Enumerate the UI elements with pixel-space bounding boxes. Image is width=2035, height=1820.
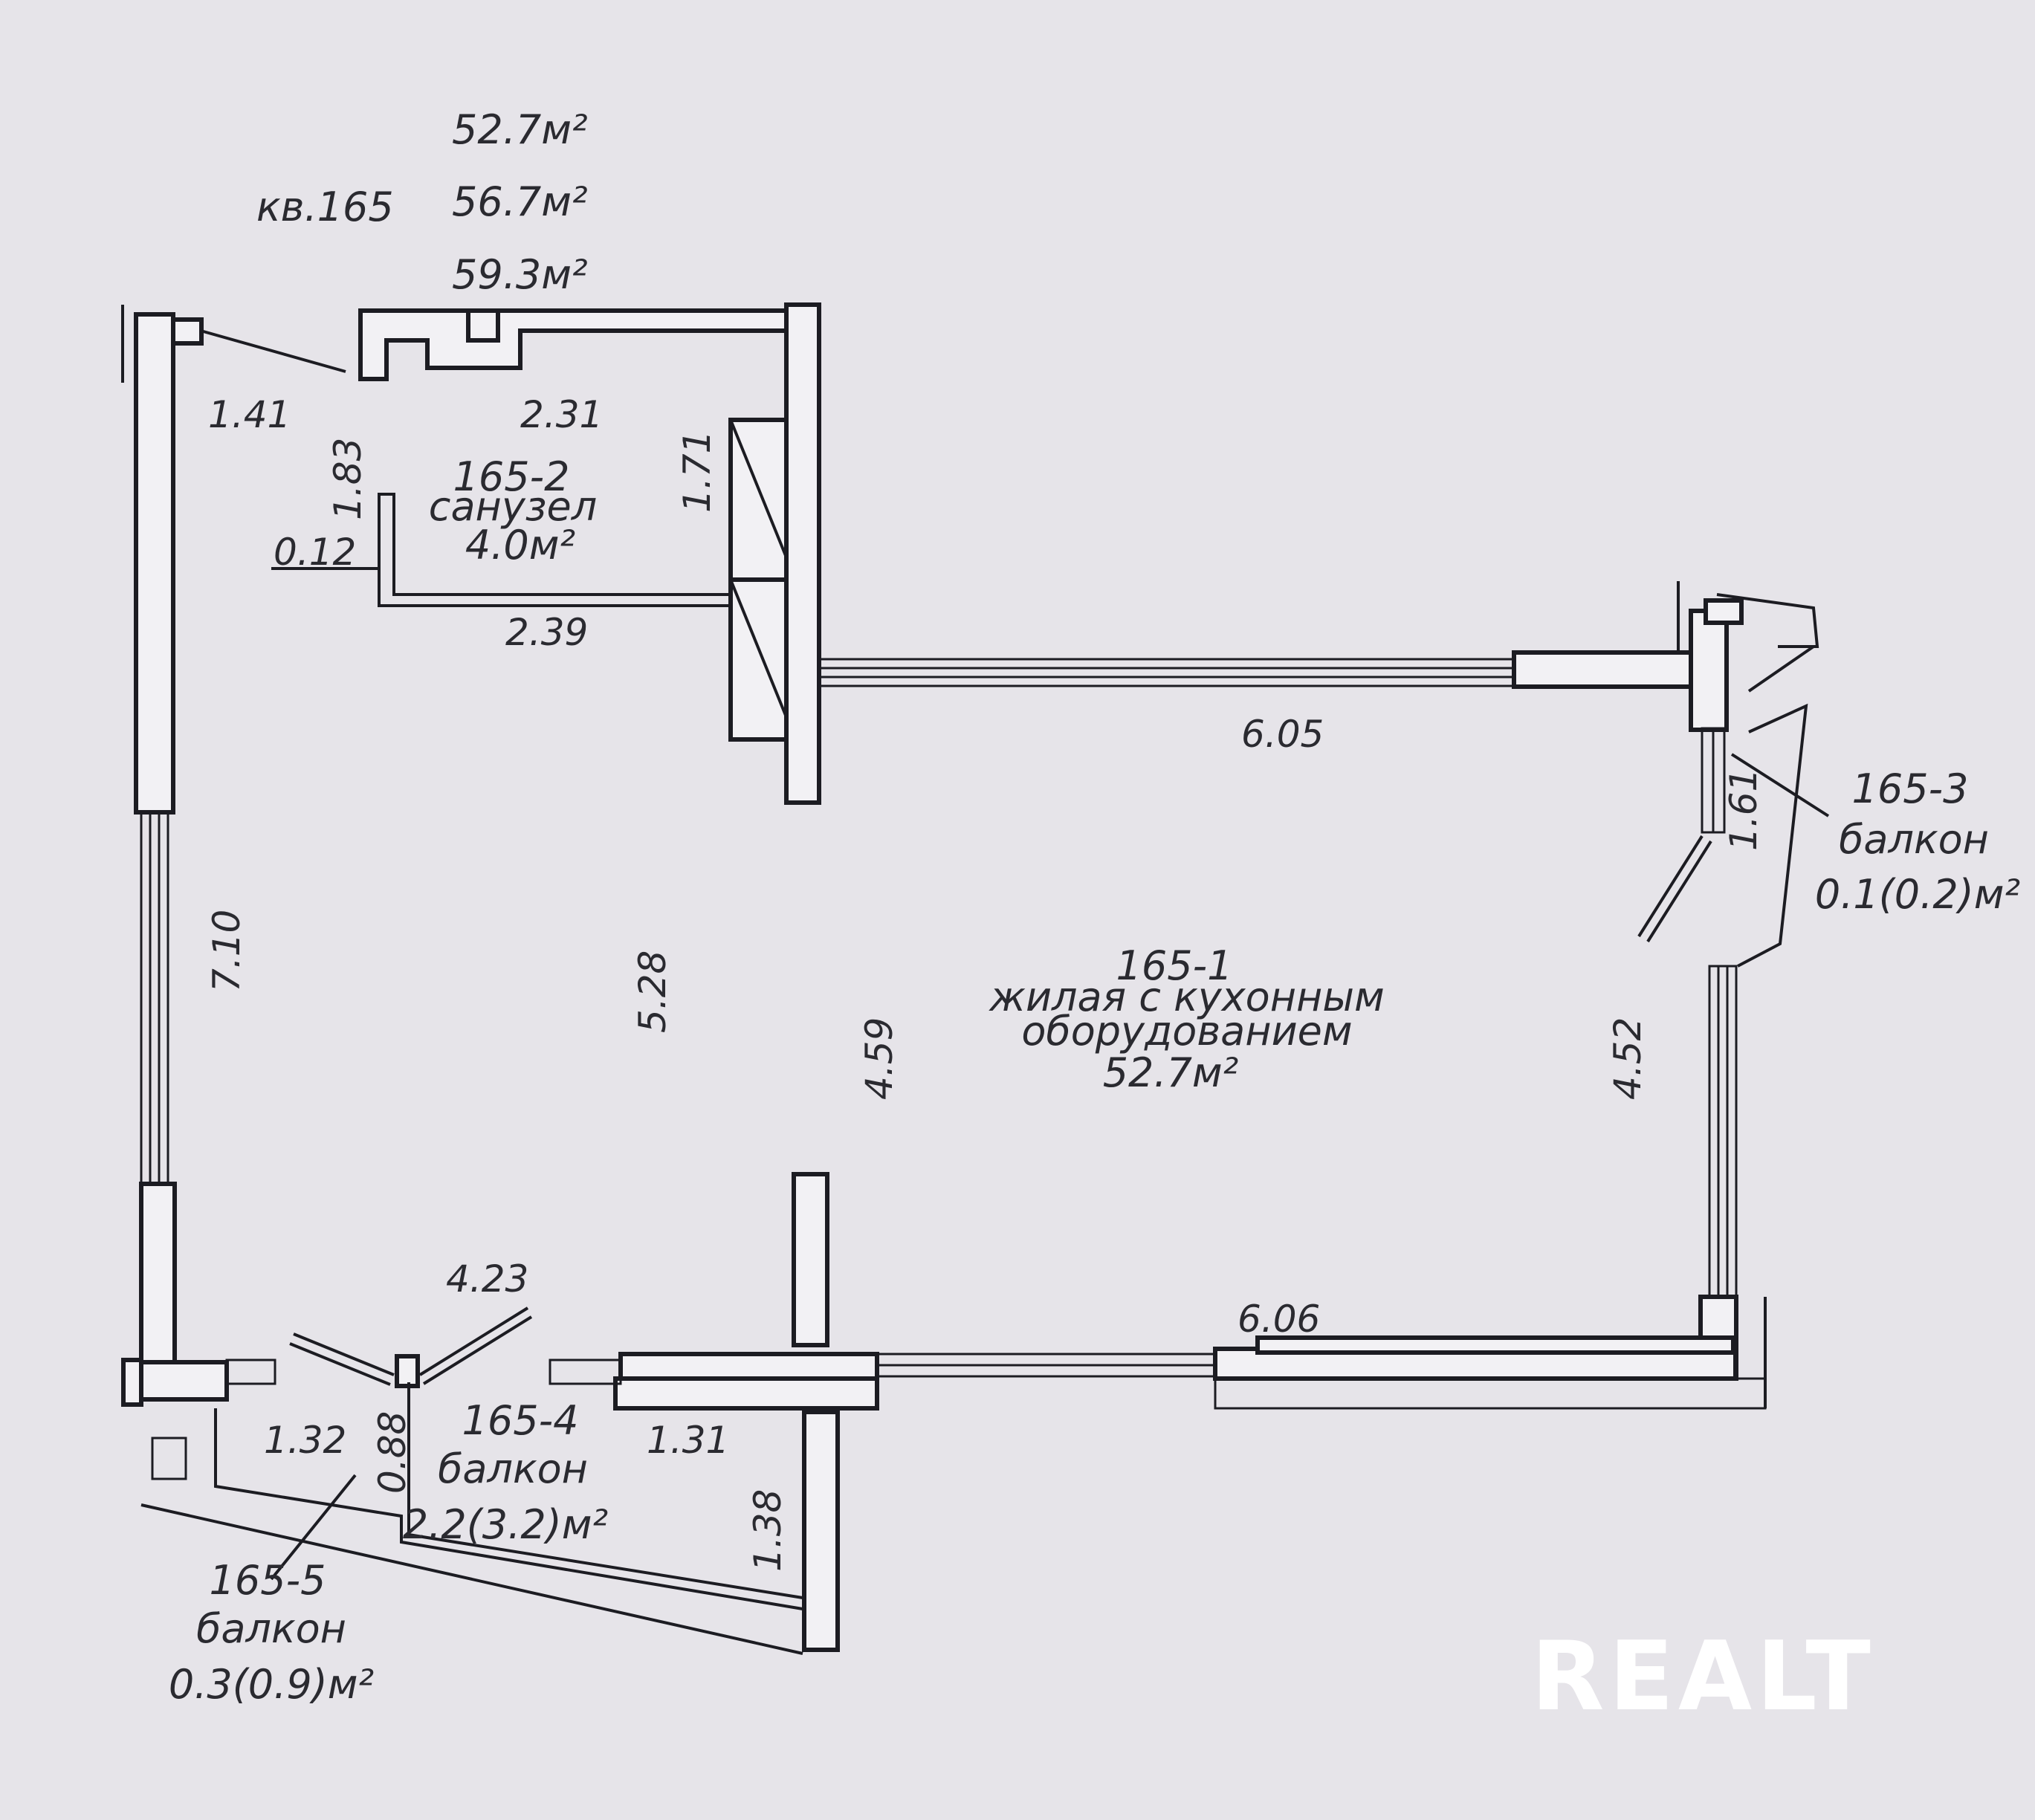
apartment-number: кв.165: [256, 184, 394, 230]
room-area: 0.3(0.9)м²: [169, 1661, 374, 1708]
right-window: [1701, 727, 1738, 1298]
room-name-line2: оборудованием: [1021, 1008, 1352, 1055]
dim-1-32: 1.32: [264, 1419, 346, 1462]
room-165-1: 165-1 жилая с кухонным оборудованием 52.…: [988, 942, 1384, 1096]
dim-1-41: 1.41: [208, 393, 291, 436]
dim-0-88: 0.88: [371, 1411, 414, 1494]
dim-2-39: 2.39: [505, 611, 588, 654]
room-id: 165-3: [1852, 765, 1969, 812]
room-area: 52.7м²: [1103, 1049, 1239, 1096]
room-name-line1: жилая с кухонным: [988, 974, 1384, 1020]
header-areas: кв.165 52.7м² 56.7м² 59.3м²: [256, 106, 588, 298]
room-name: балкон: [438, 1445, 588, 1492]
room-165-4: 165-4 балкон 2.2(3.2)м²: [403, 1397, 608, 1548]
room-165-5: 165-5 балкон 0.3(0.9)м²: [169, 1474, 374, 1708]
room-165-3: 165-3 балкон 0.1(0.2)м²: [1730, 753, 2020, 918]
room-name: балкон: [1839, 816, 1989, 863]
dim-1-61: 1.61: [1722, 768, 1765, 851]
dimensions: 1.41 2.31 1.83 1.71 0.12 2.39 6.05 1.61 …: [205, 393, 1765, 1572]
dim-5-28: 5.28: [631, 951, 674, 1033]
dim-2-31: 2.31: [520, 393, 603, 436]
room-165-2: 165-2 санузел 4.0м²: [429, 453, 598, 569]
room-name: балкон: [196, 1605, 346, 1652]
room-id: 165-1: [1116, 942, 1233, 989]
walls: [121, 302, 1819, 1655]
dim-1-31: 1.31: [647, 1419, 729, 1462]
dim-0-12: 0.12: [274, 531, 356, 574]
dim-1-71: 1.71: [676, 430, 719, 513]
room-area: 4.0м²: [465, 522, 575, 569]
room-id: 165-2: [453, 453, 570, 500]
room-area: 2.2(3.2)м²: [403, 1501, 608, 1548]
room-id: 165-5: [210, 1557, 326, 1604]
dim-4-52: 4.52: [1606, 1017, 1649, 1100]
dim-4-23: 4.23: [446, 1257, 528, 1301]
dim-1-83: 1.83: [326, 438, 369, 520]
area-total-with-balconies: 59.3м²: [452, 251, 588, 298]
room-area: 0.1(0.2)м²: [1815, 871, 2020, 918]
dim-7-10: 7.10: [205, 910, 248, 992]
dim-6-05: 6.05: [1241, 713, 1324, 756]
area-living: 52.7м²: [452, 106, 588, 153]
balcony-doors: [225, 1306, 622, 1388]
shaft: [728, 418, 789, 742]
room-name: санузел: [429, 483, 598, 530]
dim-6-06: 6.06: [1238, 1298, 1320, 1341]
dim-1-38: 1.38: [746, 1489, 789, 1572]
room-id: 165-4: [462, 1397, 579, 1444]
realt-watermark-logo: REALT: [1531, 1622, 1875, 1732]
area-total: 56.7м²: [452, 178, 588, 225]
dim-4-59: 4.59: [858, 1017, 901, 1100]
